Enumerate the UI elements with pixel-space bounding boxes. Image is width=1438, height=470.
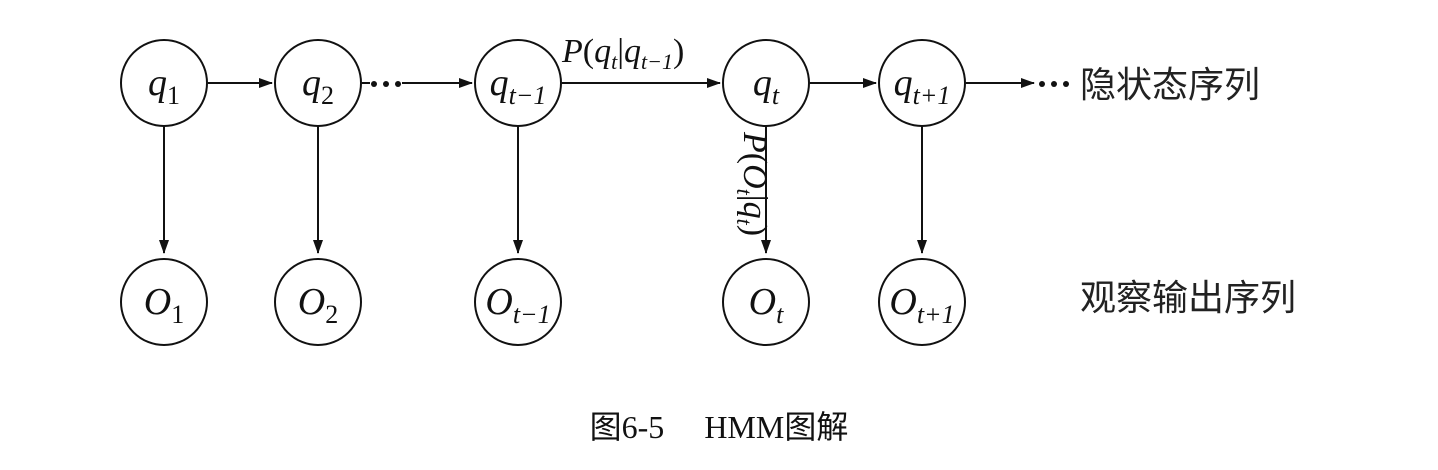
observed-node-2: O2 xyxy=(274,258,362,346)
ellipsis-1 xyxy=(371,81,401,87)
svg-text:Ot+1: Ot+1 xyxy=(889,281,954,329)
svg-text:qt: qt xyxy=(753,62,780,110)
svg-text:O1: O1 xyxy=(144,281,184,329)
hidden-node-2: q2 xyxy=(274,39,362,127)
hidden-node-1: q1 xyxy=(120,39,208,127)
hidden-sequence-label: 隐状态序列 xyxy=(1080,65,1260,106)
hidden-node-t-plus-1: qt+1 xyxy=(878,39,966,127)
svg-text:qt+1: qt+1 xyxy=(894,62,951,110)
svg-text:Ot: Ot xyxy=(749,281,784,329)
observed-node-t: Ot xyxy=(722,258,810,346)
observed-node-t-minus-1: Ot−1 xyxy=(474,258,562,346)
observed-node-t-plus-1: Ot+1 xyxy=(878,258,966,346)
observed-sequence-label: 观察输出序列 xyxy=(1080,278,1296,319)
observed-node-1: O1 xyxy=(120,258,208,346)
svg-text:q2: q2 xyxy=(302,62,334,110)
hidden-node-t: qt xyxy=(722,39,810,127)
figure-number: 图6-5 xyxy=(589,409,665,445)
svg-text:q1: q1 xyxy=(148,62,180,110)
svg-text:O2: O2 xyxy=(298,281,338,329)
figure-caption: 图6-5 HMM图解 xyxy=(0,402,1438,448)
figure-title: HMM图解 xyxy=(704,409,849,445)
transition-prob-label: P(qt|qt−1) xyxy=(561,33,684,74)
emission-prob-label: P(Ot|qt) xyxy=(732,131,773,236)
svg-text:Ot−1: Ot−1 xyxy=(485,281,550,329)
svg-text:qt−1: qt−1 xyxy=(490,62,547,110)
ellipsis-2 xyxy=(1039,81,1069,87)
hmm-diagram: q1 q2 qt−1 qt qt+1 O1 O2 Ot−1 Ot Ot+1 P(… xyxy=(120,33,1296,346)
hidden-node-t-minus-1: qt−1 xyxy=(474,39,562,127)
